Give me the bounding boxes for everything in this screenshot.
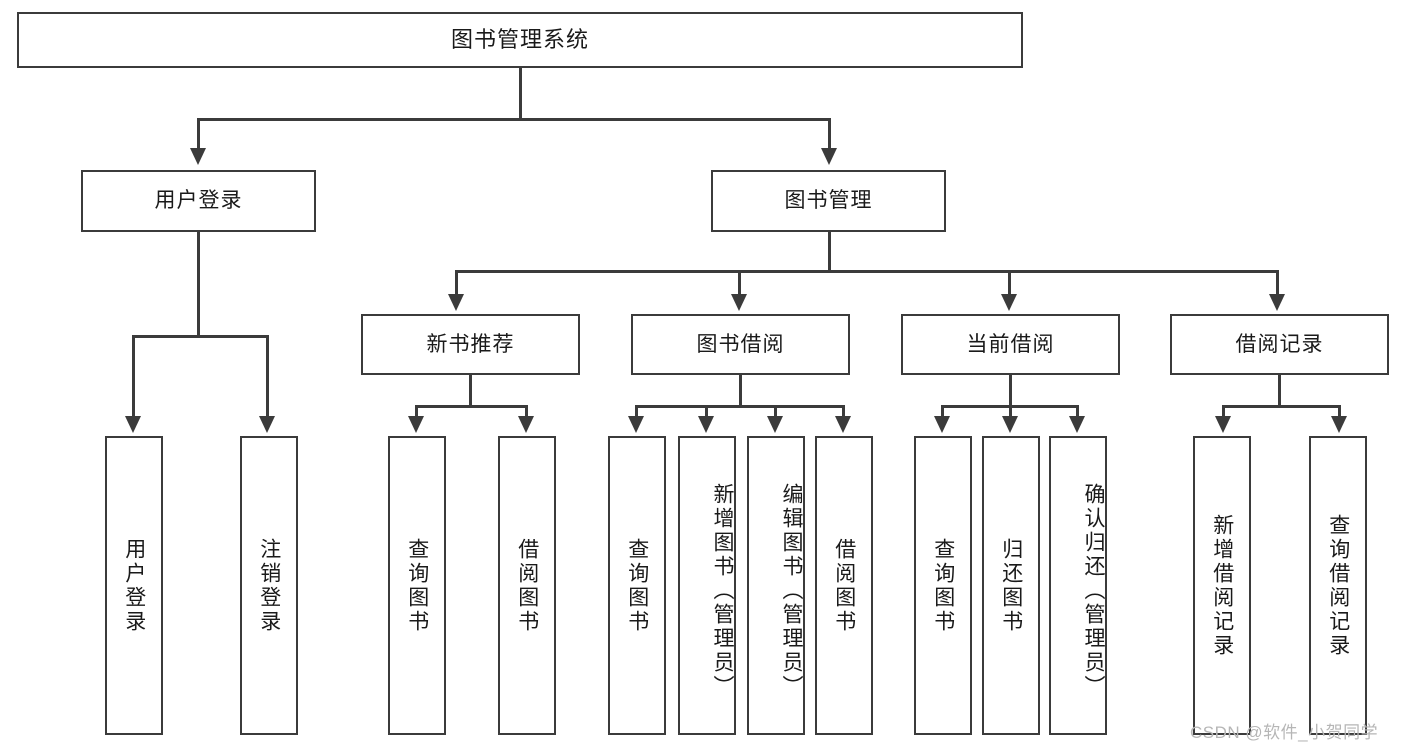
edge-record-stem bbox=[1278, 375, 1281, 407]
leaf-record-add-label: 新增借阅记录 bbox=[1210, 513, 1234, 658]
leaf-borrow-edit-book[interactable]: 编辑图书（管理员） bbox=[747, 436, 805, 735]
node-new-book-recommend-label: 新书推荐 bbox=[426, 332, 515, 356]
node-user-login[interactable]: 用户登录 bbox=[81, 170, 316, 232]
leaf-current-confirm-return[interactable]: 确认归还（管理员） bbox=[1049, 436, 1107, 735]
arrow-newbook-to-leaf1 bbox=[408, 416, 424, 433]
node-new-book-recommend[interactable]: 新书推荐 bbox=[361, 314, 580, 375]
edge-current-to-leaf3 bbox=[1076, 405, 1079, 418]
leaf-current-return-label: 归还图书 bbox=[999, 537, 1023, 634]
arrow-borrow-to-leaf1 bbox=[628, 416, 644, 433]
node-book-borrow-label: 图书借阅 bbox=[696, 332, 785, 356]
edge-borrow-bus bbox=[635, 405, 845, 408]
arrow-borrow-to-leaf3 bbox=[767, 416, 783, 433]
edge-current-to-leaf1 bbox=[941, 405, 944, 418]
edge-current-stem bbox=[1009, 375, 1012, 407]
node-current-borrow-label: 当前借阅 bbox=[966, 332, 1055, 356]
leaf-borrow-borrow-book[interactable]: 借阅图书 bbox=[815, 436, 873, 735]
edge-record-bus bbox=[1222, 405, 1340, 408]
leaf-current-query-label: 查询图书 bbox=[931, 537, 955, 634]
edge-bookmgmt-stem bbox=[828, 232, 831, 272]
edge-bookmgmt-to-record bbox=[1276, 270, 1279, 296]
leaf-newbook-query-label: 查询图书 bbox=[405, 537, 429, 634]
leaf-borrow-edit-book-label: 编辑图书（管理员） bbox=[780, 482, 803, 699]
leaf-newbook-query[interactable]: 查询图书 bbox=[388, 436, 446, 735]
arrow-borrow-to-leaf2 bbox=[698, 416, 714, 433]
edge-borrow-to-leaf1 bbox=[635, 405, 638, 418]
node-book-management[interactable]: 图书管理 bbox=[711, 170, 946, 232]
arrow-bookmgmt-to-record bbox=[1269, 294, 1285, 311]
edge-login-bus bbox=[132, 335, 268, 338]
node-root[interactable]: 图书管理系统 bbox=[17, 12, 1023, 68]
node-borrow-record[interactable]: 借阅记录 bbox=[1170, 314, 1389, 375]
leaf-record-query-label: 查询借阅记录 bbox=[1326, 513, 1350, 658]
arrow-root-to-bookmgmt bbox=[821, 148, 837, 165]
edge-login-to-leaf1 bbox=[132, 335, 135, 418]
edge-bookmgmt-bus bbox=[455, 270, 1279, 273]
edge-borrow-to-leaf2 bbox=[705, 405, 708, 418]
arrow-login-to-leaf1 bbox=[125, 416, 141, 433]
edge-newbook-bus bbox=[415, 405, 528, 408]
arrow-record-to-leaf1 bbox=[1215, 416, 1231, 433]
leaf-borrow-query[interactable]: 查询图书 bbox=[608, 436, 666, 735]
arrow-record-to-leaf2 bbox=[1331, 416, 1347, 433]
edge-bookmgmt-to-newbook bbox=[455, 270, 458, 296]
edge-root-to-bookmgmt bbox=[828, 118, 831, 151]
leaf-record-add[interactable]: 新增借阅记录 bbox=[1193, 436, 1251, 735]
arrow-current-to-leaf2 bbox=[1002, 416, 1018, 433]
arrow-borrow-to-leaf4 bbox=[835, 416, 851, 433]
node-book-management-label: 图书管理 bbox=[784, 189, 873, 213]
edge-bookmgmt-to-borrow bbox=[738, 270, 741, 296]
node-borrow-record-label: 借阅记录 bbox=[1235, 332, 1324, 356]
leaf-record-query[interactable]: 查询借阅记录 bbox=[1309, 436, 1367, 735]
arrow-bookmgmt-to-newbook bbox=[448, 294, 464, 311]
edge-newbook-stem bbox=[469, 375, 472, 407]
leaf-user-login-label: 用户登录 bbox=[122, 537, 146, 634]
leaf-logout-label: 注销登录 bbox=[257, 537, 281, 634]
node-root-label: 图书管理系统 bbox=[450, 26, 589, 52]
edge-login-stem bbox=[197, 232, 200, 337]
node-current-borrow[interactable]: 当前借阅 bbox=[901, 314, 1120, 375]
watermark: CSDN @软件_小贺同学 bbox=[1190, 723, 1379, 742]
leaf-current-confirm-return-label: 确认归还（管理员） bbox=[1082, 482, 1105, 699]
leaf-current-return[interactable]: 归还图书 bbox=[982, 436, 1040, 735]
edge-newbook-to-leaf1 bbox=[415, 405, 418, 418]
edge-root-stem bbox=[519, 68, 522, 119]
edge-borrow-to-leaf4 bbox=[842, 405, 845, 418]
edge-root-to-login bbox=[197, 118, 200, 151]
arrow-root-to-login bbox=[190, 148, 206, 165]
edge-record-to-leaf1 bbox=[1222, 405, 1225, 418]
edge-borrow-to-leaf3 bbox=[774, 405, 777, 418]
leaf-newbook-borrow[interactable]: 借阅图书 bbox=[498, 436, 556, 735]
leaf-newbook-borrow-label: 借阅图书 bbox=[515, 537, 539, 634]
arrow-bookmgmt-to-borrow bbox=[731, 294, 747, 311]
edge-borrow-stem bbox=[739, 375, 742, 407]
leaf-current-query[interactable]: 查询图书 bbox=[914, 436, 972, 735]
leaf-user-login[interactable]: 用户登录 bbox=[105, 436, 163, 735]
edge-current-to-leaf2 bbox=[1009, 405, 1012, 418]
edge-newbook-to-leaf2 bbox=[525, 405, 528, 418]
leaf-borrow-borrow-book-label: 借阅图书 bbox=[832, 537, 856, 634]
leaf-borrow-add-book[interactable]: 新增图书（管理员） bbox=[678, 436, 736, 735]
arrow-current-to-leaf1 bbox=[934, 416, 950, 433]
edge-record-to-leaf2 bbox=[1338, 405, 1341, 418]
edge-login-to-leaf2 bbox=[266, 335, 269, 418]
arrow-newbook-to-leaf2 bbox=[518, 416, 534, 433]
leaf-borrow-query-label: 查询图书 bbox=[625, 537, 649, 634]
arrow-bookmgmt-to-current bbox=[1001, 294, 1017, 311]
arrow-login-to-leaf2 bbox=[259, 416, 275, 433]
arrow-current-to-leaf3 bbox=[1069, 416, 1085, 433]
node-user-login-label: 用户登录 bbox=[154, 189, 243, 213]
edge-root-bus bbox=[197, 118, 831, 121]
node-book-borrow[interactable]: 图书借阅 bbox=[631, 314, 850, 375]
leaf-logout[interactable]: 注销登录 bbox=[240, 436, 298, 735]
edge-bookmgmt-to-current bbox=[1008, 270, 1011, 296]
leaf-borrow-add-book-label: 新增图书（管理员） bbox=[711, 482, 734, 699]
